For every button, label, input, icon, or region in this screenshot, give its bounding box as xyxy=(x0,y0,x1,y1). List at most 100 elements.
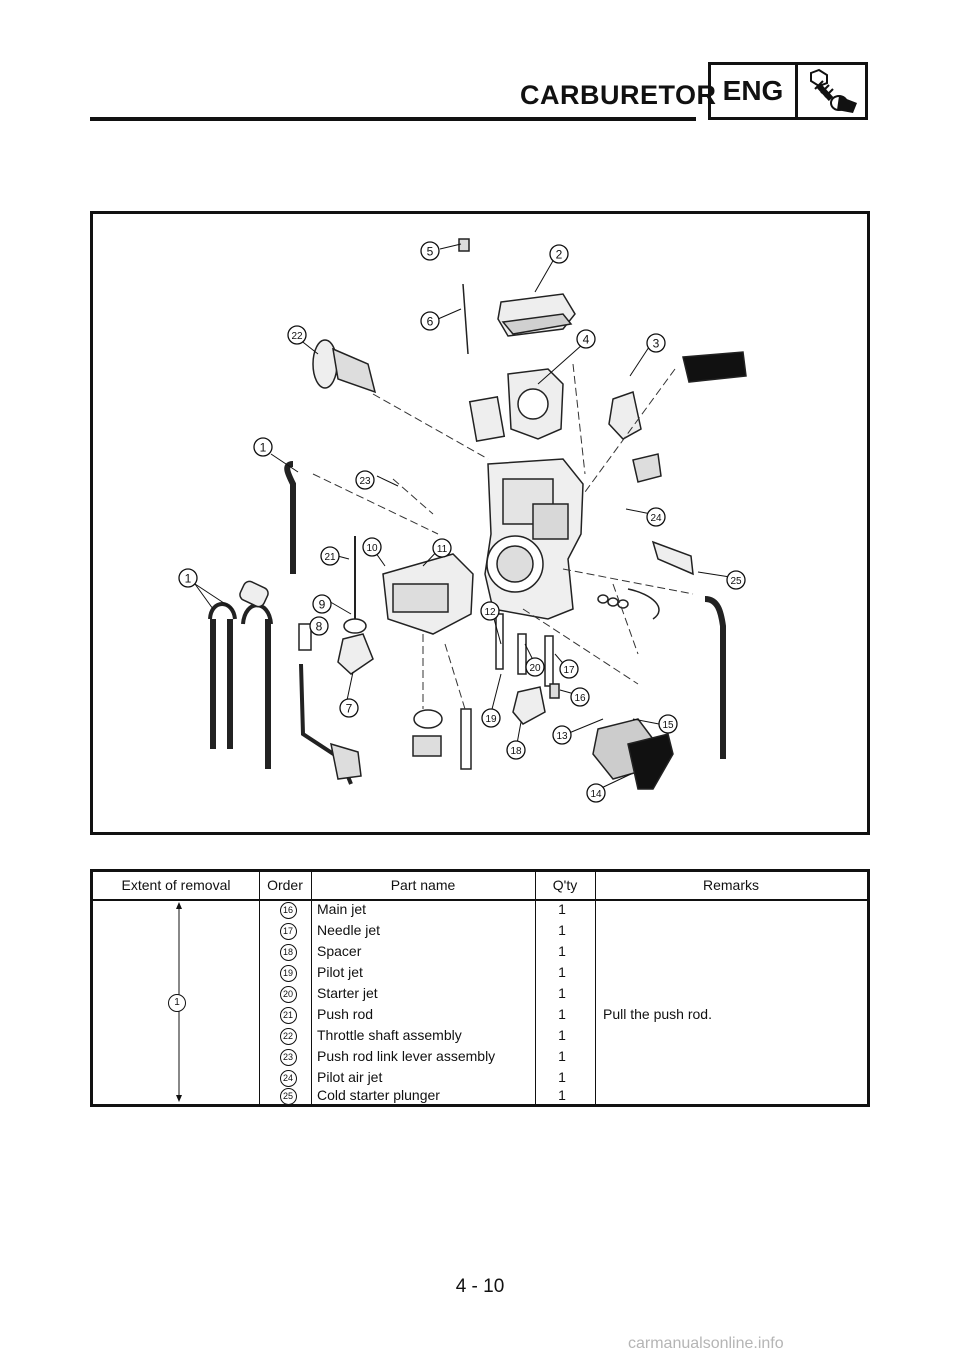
header-extent: Extent of removal xyxy=(121,877,231,893)
header-order: Order xyxy=(267,877,303,893)
quantity: 1 xyxy=(558,964,566,980)
callout-25: 25 xyxy=(726,570,746,590)
callout-12: 12 xyxy=(480,601,500,621)
svg-text:22: 22 xyxy=(291,331,303,342)
col-divider xyxy=(535,872,536,1104)
carburetor-exploded-view: 1 1 2 3 4 5 6 xyxy=(178,238,747,803)
order-number: 18 xyxy=(265,941,311,962)
callout-8: 8 xyxy=(309,616,329,636)
header-remarks: Remarks xyxy=(702,877,759,893)
header-qty: Q'ty xyxy=(552,877,578,893)
part-name: Starter jet xyxy=(317,985,378,1001)
part-name: Push rod link lever assembly xyxy=(317,1048,496,1064)
callout-22: 22 xyxy=(287,325,307,345)
page-number: 4 - 10 xyxy=(455,1276,505,1297)
order-number: 20 xyxy=(265,983,311,1004)
svg-text:2: 2 xyxy=(556,248,563,262)
wrench-bolt-icon xyxy=(810,68,857,113)
callout-9: 9 xyxy=(312,594,332,614)
order-number: 17 xyxy=(265,920,311,941)
table-row: 21 Push rod 1 xyxy=(93,1004,867,1025)
table-row: 20 Starter jet 1 xyxy=(93,983,867,1004)
quantity: 1 xyxy=(558,1027,566,1043)
quantity: 1 xyxy=(558,1087,566,1103)
remark-text: Pull the push rod. xyxy=(603,1006,712,1022)
order-number: 21 xyxy=(265,1004,311,1025)
callout-14: 14 xyxy=(586,783,606,803)
callout-11: 11 xyxy=(432,538,452,558)
table-header: Extent of removal Order Part name Q'ty R… xyxy=(93,872,867,901)
svg-text:25: 25 xyxy=(730,576,742,587)
svg-text:9: 9 xyxy=(319,598,326,612)
svg-text:1: 1 xyxy=(260,441,267,455)
diagram-callouts: 1 1 2 3 4 5 6 xyxy=(178,241,746,803)
svg-text:16: 16 xyxy=(574,693,586,704)
part-name: Main jet xyxy=(317,901,367,917)
quantity: 1 xyxy=(558,943,566,959)
callout-17: 17 xyxy=(559,659,579,679)
part-name: Pilot jet xyxy=(317,964,363,980)
svg-text:11: 11 xyxy=(437,544,448,555)
callout-2: 2 xyxy=(549,244,569,264)
svg-text:23: 23 xyxy=(359,476,371,487)
table-row: 25 Cold starter plunger 1 xyxy=(93,1085,867,1106)
header-part: Part name xyxy=(390,877,456,893)
svg-text:6: 6 xyxy=(427,315,434,329)
svg-text:13: 13 xyxy=(556,731,568,742)
quantity: 1 xyxy=(558,901,566,917)
table-row: 16 Main jet 1 xyxy=(93,899,867,920)
svg-text:1: 1 xyxy=(185,572,192,586)
part-name: Spacer xyxy=(317,943,362,959)
extent-label: 1 xyxy=(168,994,186,1012)
callout-18: 18 xyxy=(506,740,526,760)
callout-10: 10 xyxy=(362,537,382,557)
diagram-linework xyxy=(208,238,747,790)
quantity: 1 xyxy=(558,922,566,938)
quantity: 1 xyxy=(558,1048,566,1064)
col-divider xyxy=(259,872,260,1104)
part-name: Throttle shaft assembly xyxy=(317,1027,462,1043)
part-name: Cold starter plunger xyxy=(317,1087,440,1103)
svg-text:7: 7 xyxy=(346,702,353,716)
callout-16: 16 xyxy=(570,687,590,707)
order-number: 16 xyxy=(265,899,311,920)
svg-text:10: 10 xyxy=(366,543,378,554)
table-row: 18 Spacer 1 xyxy=(93,941,867,962)
order-number: 19 xyxy=(265,962,311,983)
callout-7: 7 xyxy=(339,698,359,718)
svg-text:8: 8 xyxy=(316,620,323,634)
callout-20: 20 xyxy=(525,657,545,677)
header-rule xyxy=(90,117,696,121)
col-divider xyxy=(311,872,312,1104)
section-badge-label: ENG xyxy=(711,65,798,117)
section-title: CARBURETOR xyxy=(520,80,717,110)
part-name: Pilot air jet xyxy=(317,1069,383,1085)
callout-21: 21 xyxy=(320,546,340,566)
removal-table: Extent of removal Order Part name Q'ty R… xyxy=(90,869,870,1107)
callout-23: 23 xyxy=(355,470,375,490)
order-number: 23 xyxy=(265,1046,311,1067)
callout-4: 4 xyxy=(576,329,596,349)
callout-6: 6 xyxy=(420,311,440,331)
order-number: 25 xyxy=(265,1085,311,1106)
callout-1: 1 xyxy=(253,437,273,457)
part-name: Push rod xyxy=(317,1006,374,1022)
svg-text:24: 24 xyxy=(650,513,662,524)
callout-24: 24 xyxy=(646,507,666,527)
svg-text:3: 3 xyxy=(653,337,660,351)
quantity: 1 xyxy=(558,1069,566,1085)
section-badge: ENG xyxy=(708,62,868,120)
watermark: carmanualsonline.info xyxy=(628,1335,784,1352)
callout-13: 13 xyxy=(552,725,572,745)
svg-text:21: 21 xyxy=(324,552,336,563)
callout-19: 19 xyxy=(481,708,501,728)
svg-text:5: 5 xyxy=(427,245,434,259)
svg-text:14: 14 xyxy=(590,789,602,800)
svg-text:20: 20 xyxy=(529,663,541,674)
table-row: 19 Pilot jet 1 xyxy=(93,962,867,983)
quantity: 1 xyxy=(558,1006,566,1022)
col-divider xyxy=(595,872,596,1104)
svg-text:17: 17 xyxy=(563,665,575,676)
part-name: Needle jet xyxy=(317,922,381,938)
callout-3: 3 xyxy=(646,333,666,353)
